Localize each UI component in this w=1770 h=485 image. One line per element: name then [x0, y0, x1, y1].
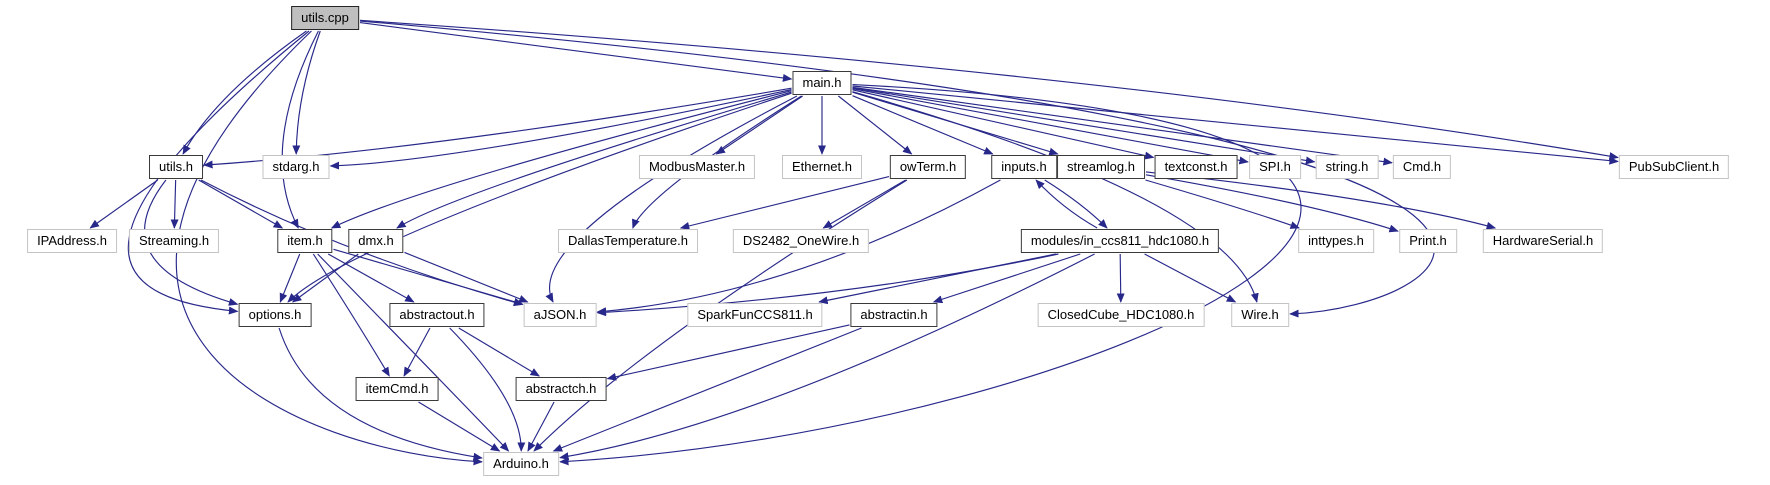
edge-utils-h--options-h: [144, 179, 239, 306]
node-modbusmaster-h: ModbusMaster.h: [638, 155, 756, 179]
edge-main-h--utils-h: [203, 87, 792, 169]
edge-modules-in-ccs811-hdc1080-h--wire-h: [1144, 253, 1237, 303]
node-streamlog-h[interactable]: streamlog.h: [1057, 155, 1145, 179]
edge-utils-h--ipaddress-h: [89, 179, 159, 229]
edge-item-h--arduino-h: [317, 253, 510, 452]
node-modules-in-ccs811-hdc1080-h[interactable]: modules/in_ccs811_hdc1080.h: [1020, 229, 1220, 253]
edge-abstractout-h--arduino-h: [449, 327, 526, 452]
node-abstractch-h[interactable]: abstractch.h: [515, 377, 607, 401]
edge-utils-cpp--pubsubclient-h: [359, 19, 1619, 161]
edge-main-h--dmx-h: [396, 91, 792, 229]
edge-item-h--itemcmd-h: [312, 253, 390, 377]
edge-main-h--wire-h: [852, 91, 1259, 303]
node-dallastemperature-h: DallasTemperature.h: [558, 229, 698, 253]
node-cmd-h: Cmd.h: [1392, 155, 1452, 179]
edge-main-h--stdarg-h: [329, 89, 792, 170]
node-itemcmd-h[interactable]: itemCmd.h: [355, 377, 439, 401]
edge-item-h--options-h: [279, 253, 301, 303]
edge-main-h--arduino-h: [559, 83, 1302, 466]
node-options-h[interactable]: options.h: [238, 303, 312, 327]
edge-item-h--abstractout-h: [327, 253, 415, 303]
edge-modules-in-ccs811-hdc1080-h--abstractin-h: [932, 253, 1081, 304]
node-main-h[interactable]: main.h: [792, 71, 852, 95]
node-hardwareserial-h: HardwareSerial.h: [1482, 229, 1604, 253]
node-inttypes-h: inttypes.h: [1298, 229, 1374, 253]
node-stdarg-h: stdarg.h: [262, 155, 330, 179]
node-closedcube-hdc1080-h: ClosedCube_HDC1080.h: [1037, 303, 1205, 327]
node-abstractout-h[interactable]: abstractout.h: [389, 303, 485, 327]
edge-utils-cpp--utils-h: [182, 30, 307, 155]
edge-inputs-h--ajson-h: [596, 179, 1001, 316]
edge-dmx-h--options-h: [292, 253, 359, 303]
node-ipaddress-h: IPAddress.h: [27, 229, 117, 253]
node-spi-h: SPI.h: [1249, 155, 1301, 179]
edge-main-h--spi-h: [852, 88, 1249, 165]
node-dmx-h[interactable]: dmx.h: [348, 229, 404, 253]
node-textconst-h[interactable]: textconst.h: [1154, 155, 1238, 179]
node-sparkfunccs811-h: SparkFunCCS811.h: [687, 303, 823, 327]
edge-streamlog-h--print-h: [1145, 174, 1399, 233]
edge-abstractout-h--abstractch-h: [458, 327, 540, 377]
node-string-h: string.h: [1315, 155, 1379, 179]
edge-streamlog-h--hardwareserial-h: [1145, 171, 1497, 230]
node-inputs-h[interactable]: inputs.h: [991, 155, 1057, 179]
edge-abstractch-h--arduino-h: [527, 401, 555, 452]
node-wire-h: Wire.h: [1231, 303, 1289, 327]
edge-itemcmd-h--arduino-h: [418, 401, 501, 452]
node-print-h: Print.h: [1399, 229, 1457, 253]
node-item-h[interactable]: item.h: [277, 229, 333, 253]
edge-main-h--item-h: [330, 90, 792, 229]
node-ajson-h: aJSON.h: [523, 303, 597, 327]
edge-utils-h--streaming-h: [170, 179, 179, 229]
node-ds2482-onewire-h: DS2482_OneWire.h: [732, 229, 870, 253]
node-streaming-h: Streaming.h: [128, 229, 220, 253]
node-abstractin-h[interactable]: abstractin.h: [850, 303, 938, 327]
edge-main-h--cmd-h: [852, 86, 1393, 166]
edge-utils-cpp--options-h: [127, 30, 310, 315]
edge-utils-h--item-h: [198, 179, 284, 229]
edge-main-h--ajson-h: [545, 95, 798, 303]
node-utils-h[interactable]: utils.h: [149, 155, 203, 179]
edge-utils-cpp--item-h: [281, 30, 319, 229]
edge-item-h--ajson-h: [333, 248, 524, 306]
edge-options-h--arduino-h: [278, 327, 483, 461]
edge-abstractin-h--abstractch-h: [606, 324, 850, 381]
edge-owterm-h--arduino-h: [533, 179, 908, 452]
edge-modules-in-ccs811-hdc1080-h--arduino-h: [559, 253, 1095, 461]
node-arduino-h: Arduino.h: [483, 452, 559, 476]
edge-main-h--textconst-h: [852, 89, 1155, 160]
edge-main-h--modbusmaster-h: [715, 95, 803, 155]
edge-utils-cpp--arduino-h: [175, 30, 483, 466]
node-pubsubclient-h: PubSubClient.h: [1618, 155, 1730, 179]
edge-modules-in-ccs811-hdc1080-h--inputs-h: [1035, 179, 1098, 229]
edge-main-h--pubsubclient-h: [852, 85, 1619, 165]
edge-utils-cpp--main-h: [359, 22, 793, 82]
edge-abstractin-h--arduino-h: [552, 327, 862, 452]
edge-modules-in-ccs811-hdc1080-h--closedcube-hdc1080-h: [1116, 253, 1125, 303]
node-ethernet-h: Ethernet.h: [782, 155, 862, 179]
node-utils-cpp: utils.cpp: [291, 6, 359, 30]
edge-abstractout-h--itemcmd-h: [403, 327, 431, 377]
edge-main-h--options-h: [287, 92, 792, 303]
edge-owterm-h--dallastemperature-h: [679, 176, 890, 230]
edge-owterm-h--ds2482-onewire-h: [822, 179, 906, 229]
node-owterm-h[interactable]: owTerm.h: [889, 155, 967, 179]
edge-dmx-h--ajson-h: [404, 251, 529, 303]
edge-inputs-h--modules-in-ccs811-hdc1080-h: [1044, 179, 1108, 229]
edge-utils-cpp--stdarg-h: [292, 30, 321, 155]
edge-modules-in-ccs811-hdc1080-h--ajson-h: [596, 253, 1059, 317]
edge-streamlog-h--inttypes-h: [1145, 179, 1300, 229]
edge-main-h--owterm-h: [838, 95, 913, 155]
edge-utils-cpp--wire-h: [359, 20, 1435, 318]
edge-main-h--inputs-h: [852, 95, 994, 155]
